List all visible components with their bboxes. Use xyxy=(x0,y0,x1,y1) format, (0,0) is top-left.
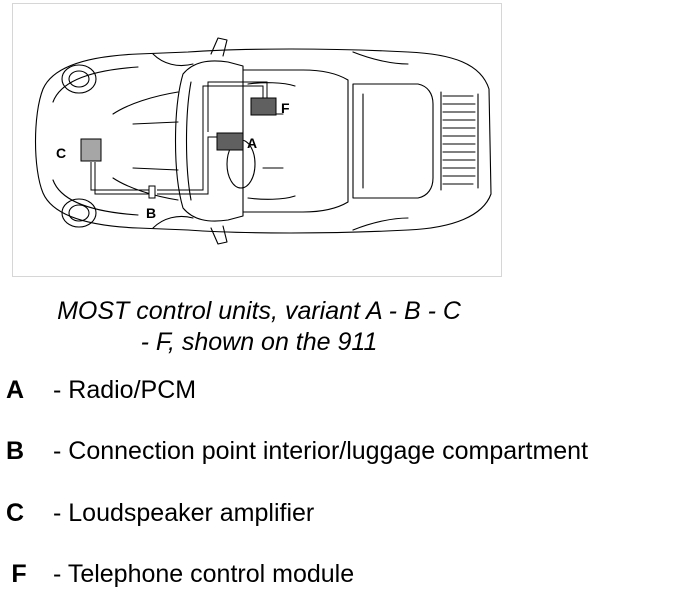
car-diagram-frame: C A F B xyxy=(12,3,502,277)
legend-key: B xyxy=(5,437,25,465)
label-b: B xyxy=(146,205,156,221)
legend-text: - Loudspeaker amplifier xyxy=(53,499,315,527)
label-f: F xyxy=(281,100,290,116)
label-c: C xyxy=(56,145,66,161)
legend-item-c: C - Loudspeaker amplifier xyxy=(0,496,700,530)
caption-line-2: - F, shown on the 911 xyxy=(140,328,378,356)
engine-grille xyxy=(440,91,479,191)
component-box-f xyxy=(250,97,277,116)
legend-item-a: A - Radio/PCM xyxy=(0,373,700,407)
legend-text: - Radio/PCM xyxy=(53,376,197,404)
component-box-b xyxy=(148,185,156,199)
figure-caption: MOST control units, variant A - B - C - … xyxy=(0,296,518,358)
legend-key: C xyxy=(5,499,25,527)
car-body-outline xyxy=(35,48,492,234)
caption-line-1: MOST control units, variant A - B - C xyxy=(57,297,461,325)
legend-item-b: B - Connection point interior/luggage co… xyxy=(0,434,700,468)
legend-item-f: F - Telephone control module xyxy=(0,557,700,591)
legend-key: F xyxy=(11,560,27,588)
label-a: A xyxy=(247,135,257,151)
component-box-a xyxy=(216,132,244,151)
front-left-headlight xyxy=(61,64,97,94)
component-box-c xyxy=(80,138,102,162)
legend-text: - Connection point interior/luggage comp… xyxy=(53,437,589,465)
windscreen xyxy=(174,60,244,222)
front-right-headlight xyxy=(61,198,97,228)
legend-key: A xyxy=(5,376,25,404)
right-mirror xyxy=(210,225,228,245)
legend-text: - Telephone control module xyxy=(53,560,355,588)
roof-panel xyxy=(352,83,434,199)
most-wiring xyxy=(90,81,268,195)
car-top-view-diagram: C A F B xyxy=(35,37,492,245)
left-mirror xyxy=(210,37,228,57)
